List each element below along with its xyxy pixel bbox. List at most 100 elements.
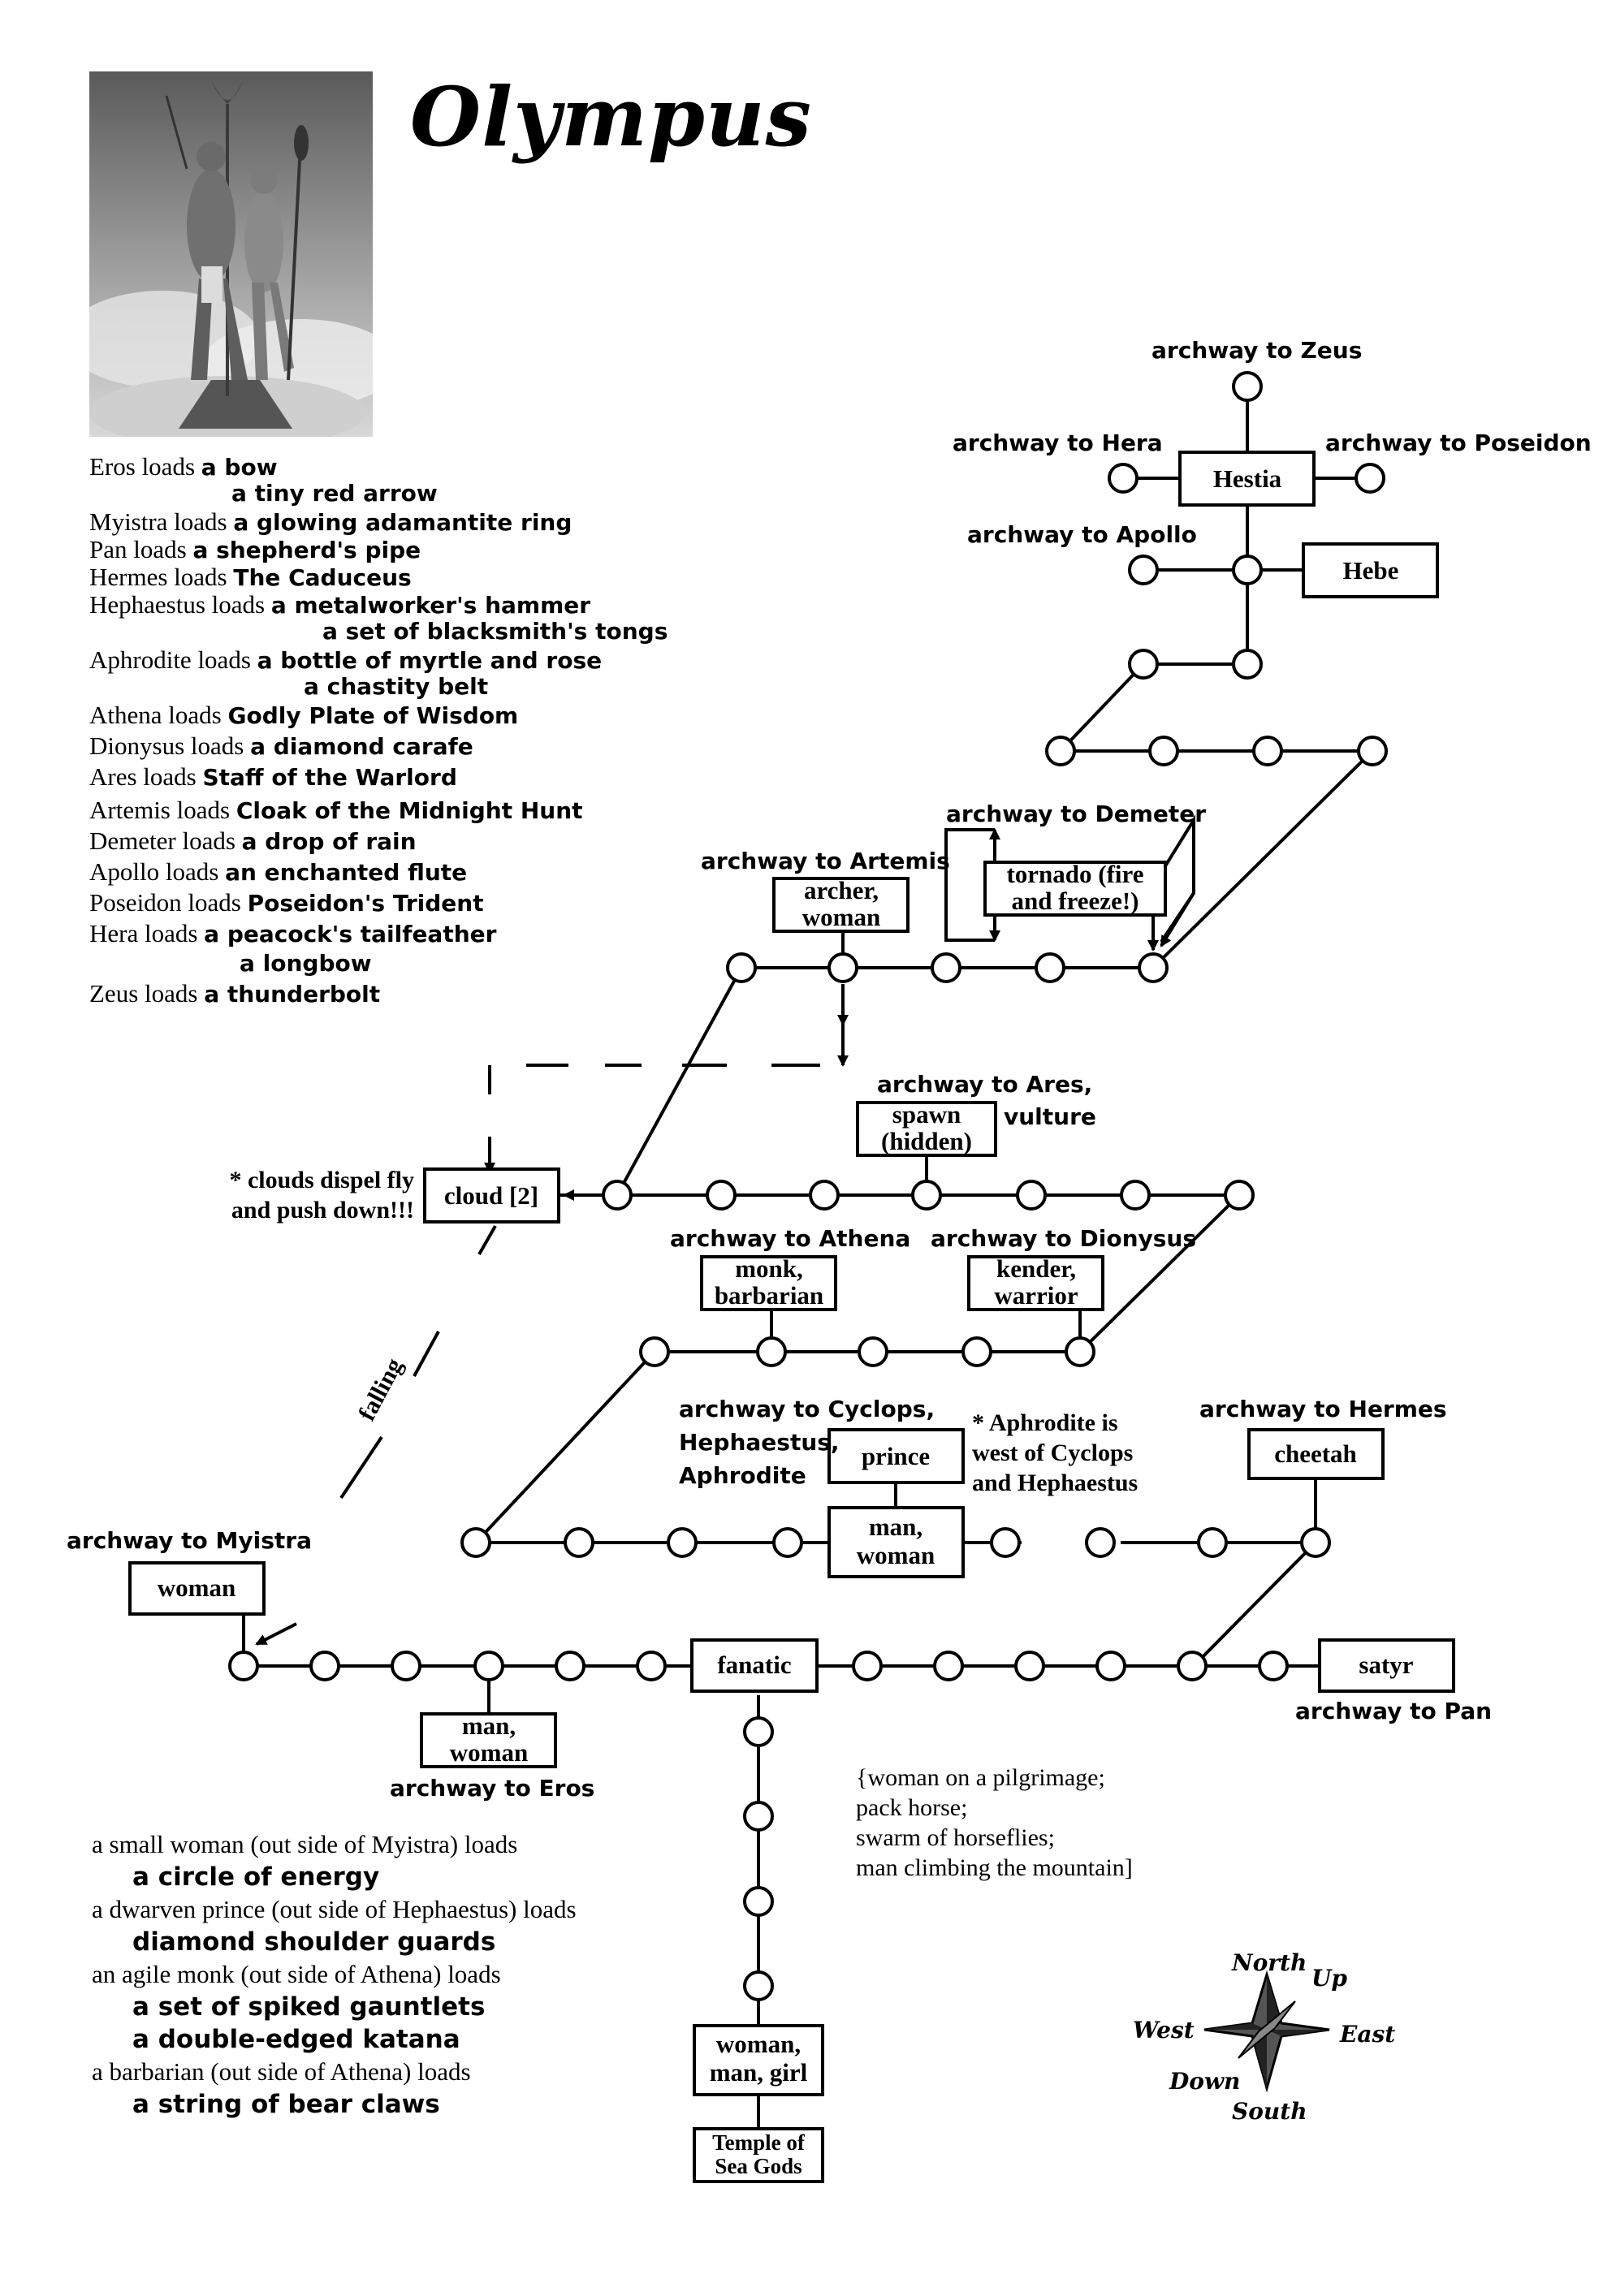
load-pan: Pan loads a shepherd's pipe <box>89 535 421 563</box>
box-satyr <box>1318 1638 1455 1693</box>
label-ares-l2: vulture <box>1004 1103 1096 1130</box>
note-pilg-l3: swarm of horseflies; <box>856 1824 1055 1851</box>
box-fanatic <box>690 1638 819 1693</box>
box-man-woman <box>827 1506 965 1578</box>
compass-rose-icon: North Up West East Down South <box>1133 1949 1395 2125</box>
label-hermes: archway to Hermes <box>1199 1396 1447 1422</box>
load-zeus: Zeus loads a thunderbolt <box>89 979 381 1008</box>
node <box>931 952 961 983</box>
box-tornado <box>983 861 1167 917</box>
bottom-load-monk-item-2: a double-edged katana <box>132 2025 460 2054</box>
load-athena: Athena loads Godly Plate of Wisdom <box>89 701 519 729</box>
label-pan: archway to Pan <box>1295 1698 1492 1724</box>
bottom-load-monk: an agile monk (out side of Athena) loads <box>92 1960 501 1988</box>
node <box>852 1651 883 1681</box>
note-pilg-l2: pack horse; <box>856 1794 967 1821</box>
node <box>1252 736 1283 766</box>
node <box>1197 1527 1228 1558</box>
box-fanatic-label: fanatic <box>717 1651 791 1679</box>
bottom-load-barbarian-item: a string of bear claws <box>132 2090 440 2119</box>
node-dionysus <box>1065 1336 1095 1367</box>
node <box>858 1336 888 1367</box>
node <box>1232 649 1263 680</box>
box-hebe-label: Hebe <box>1343 556 1399 585</box>
note-clouds-l2: and push down!!! <box>231 1197 414 1224</box>
node-hermes <box>1300 1527 1331 1558</box>
box-archer-woman <box>772 877 910 933</box>
load-dionysus: Dionysus loads a diamond carafe <box>89 732 473 760</box>
box-hestia <box>1178 451 1316 507</box>
load-eros: Eros loads a bow <box>89 452 278 481</box>
node <box>1095 1651 1126 1681</box>
load-aphrodite-item-2: a chastity belt <box>304 673 489 700</box>
box-kender-l2: warrior <box>994 1281 1078 1310</box>
load-poseidon: Poseidon loads Poseidon's Trident <box>89 888 484 917</box>
note-pilg-l4: man climbing the mountain] <box>856 1854 1133 1881</box>
node <box>555 1651 585 1681</box>
box-spawn-l1: spawn <box>892 1100 961 1129</box>
map-nodes <box>228 371 1388 2001</box>
node <box>1035 952 1065 983</box>
label-apollo: archway to Apollo <box>967 521 1197 548</box>
box-eros-man-woman <box>420 1712 557 1768</box>
node <box>564 1527 594 1558</box>
load-hera-item-2: a longbow <box>240 950 372 977</box>
node <box>743 1716 774 1747</box>
box-wmg-l2: man, girl <box>710 2058 808 2087</box>
box-kender-l1: kender, <box>996 1254 1076 1283</box>
compass-north: North <box>1231 1949 1307 1976</box>
node <box>743 1970 774 2001</box>
node <box>1014 1651 1045 1681</box>
node-athena <box>756 1336 787 1367</box>
label-zeus: archway to Zeus <box>1152 337 1362 364</box>
load-myistra: Myistra loads a glowing adamantite ring <box>89 507 573 536</box>
node <box>602 1180 633 1211</box>
label-poseidon: archway to Poseidon <box>1325 429 1592 456</box>
box-monk-barbarian <box>700 1255 837 1311</box>
load-hephaestus: Hephaestus loads a metalworker's hammer <box>89 590 591 619</box>
box-monk-l2: barbarian <box>715 1281 823 1310</box>
load-demeter: Demeter loads a drop of rain <box>89 826 417 855</box>
box-cheetah-label: cheetah <box>1274 1439 1357 1468</box>
note-aphro-l2: west of Cyclops <box>972 1439 1133 1466</box>
node <box>309 1651 340 1681</box>
label-cyclops-l3: Aphrodite <box>679 1462 806 1489</box>
note-pilg-l1: {woman on a pilgrimage; <box>856 1764 1105 1791</box>
bottom-load-woman-item: a circle of energy <box>132 1862 380 1892</box>
box-temple-l2: Sea Gods <box>715 2154 802 2178</box>
label-hera: archway to Hera <box>953 429 1163 456</box>
box-manwoman-l1: man, <box>869 1513 923 1541</box>
label-ares-l1: archway to Ares, <box>877 1071 1092 1098</box>
node-ares <box>911 1180 942 1211</box>
load-ares: Ares loads Staff of the Warlord <box>89 762 457 791</box>
box-eros-l1: man, <box>462 1711 516 1740</box>
node <box>1177 1651 1208 1681</box>
node <box>460 1527 491 1558</box>
dashed-fall-path <box>255 1025 849 1646</box>
label-cyclops-l1: archway to Cyclops, <box>679 1396 935 1422</box>
box-archer-l2: woman <box>802 903 880 931</box>
compass-down: Down <box>1169 2068 1240 2095</box>
node <box>667 1527 698 1558</box>
node-myistra <box>228 1651 259 1681</box>
node <box>743 1886 774 1917</box>
node <box>1016 1180 1047 1211</box>
node <box>726 952 757 983</box>
node <box>809 1180 840 1211</box>
node <box>990 1527 1021 1558</box>
compass-east: East <box>1339 2021 1395 2048</box>
box-monk-l1: monk, <box>735 1254 803 1283</box>
node <box>1085 1527 1116 1558</box>
node <box>1120 1180 1151 1211</box>
box-woman-label: woman <box>158 1573 235 1602</box>
box-cloud <box>423 1167 560 1224</box>
label-eros: archway to Eros <box>390 1775 594 1802</box>
compass-up: Up <box>1311 1965 1347 1992</box>
bottom-load-monk-item-1: a set of spiked gauntlets <box>132 1992 486 2022</box>
load-hephaestus-item-2: a set of blacksmith's tongs <box>322 618 668 645</box>
box-hebe <box>1302 542 1439 598</box>
node <box>1128 649 1159 680</box>
gods-illustration <box>89 71 373 437</box>
